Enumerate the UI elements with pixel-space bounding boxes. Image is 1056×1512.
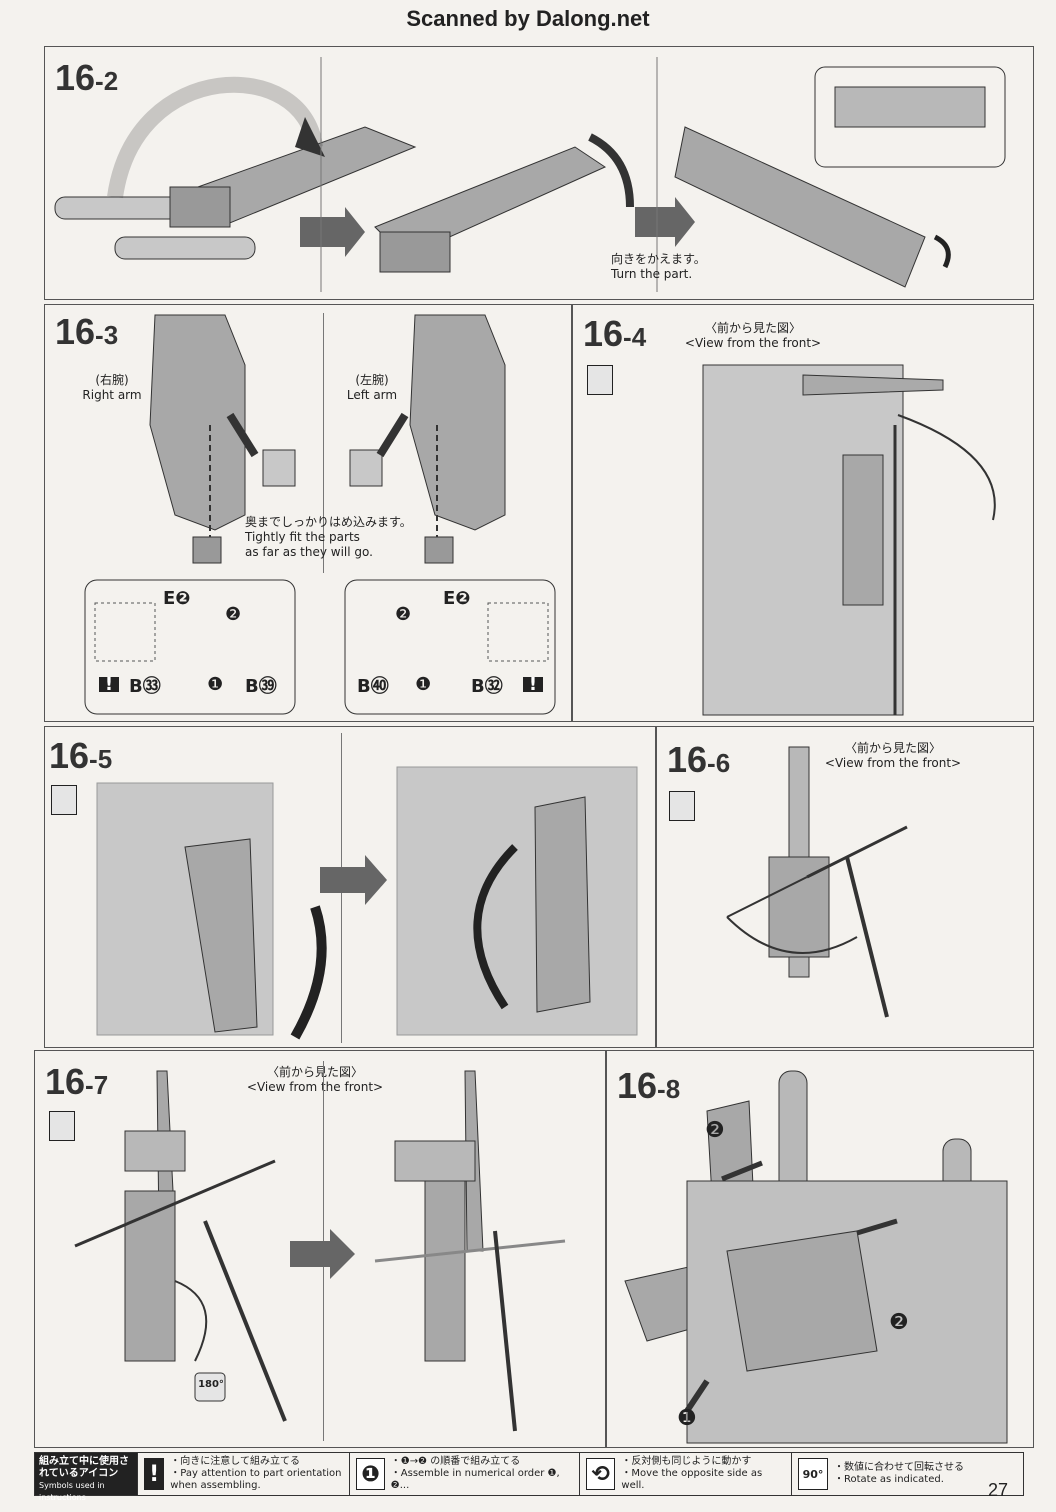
step-16-7-illustration — [74, 1070, 566, 1432]
rifle — [203, 1220, 287, 1422]
part-e2-right: E❷ — [163, 588, 191, 609]
right-arm-label: (右腕) Right arm — [82, 373, 142, 402]
symmetric-move-icon: ⟲ — [586, 1458, 616, 1490]
legend-title: 組み立て中に使用されているアイコン Symbols used in instru… — [35, 1453, 137, 1502]
arm-shield — [842, 454, 884, 606]
rifle — [845, 856, 889, 1018]
order-2-right: ❷ — [225, 604, 242, 625]
step-16-5-illustration — [96, 766, 638, 1040]
rotate-arrow — [290, 905, 327, 1040]
fit-parts-note: 奥までしっかりはめ込みます。 Tightly fit the parts as … — [245, 515, 412, 559]
arrow-head — [295, 117, 325, 157]
step-16-3-panel: 16-3 (右腕) Right arm (左腕) Left arm 奥までしっか… — [44, 304, 572, 722]
right-arm-shield — [149, 314, 246, 531]
hand-part — [262, 449, 296, 487]
rotate-180-label: 180° — [198, 1379, 224, 1390]
curved-arrow — [107, 76, 323, 199]
order-1-right: ❶ — [207, 674, 224, 695]
view-from-front-label: 〈前から見た図〉 <View from the front> — [246, 1065, 384, 1094]
page-number: 27 — [988, 1480, 1009, 1500]
symmetric-move-icon — [587, 365, 613, 395]
step-16-3-illustration — [84, 314, 556, 715]
step-16-5-number: 16-5 — [49, 735, 113, 776]
rotate-arrow — [897, 414, 996, 521]
part-e2-left: E❷ — [443, 588, 471, 609]
order-number-icon: ❶ — [356, 1458, 385, 1490]
rifle — [493, 1230, 517, 1432]
step-16-8-number: 16-8 — [617, 1065, 681, 1106]
part-b39: B㊴ — [245, 676, 277, 697]
shield-part — [184, 838, 258, 1033]
order-1-left: ❶ — [415, 674, 432, 695]
step-16-8-panel: 16-8 ❷ ❷ ❶ — [606, 1050, 1034, 1448]
part-b32: B㉜ — [471, 676, 503, 697]
rotate-180-icon — [194, 1372, 226, 1402]
step-16-6-number: 16-6 — [667, 739, 731, 780]
legend-item-order: ❶ ・❶→❷ の順番で組み立てる・Assemble in numerical o… — [349, 1453, 579, 1495]
symmetric-move-icon — [49, 1111, 75, 1141]
rotate-icon: 90° — [798, 1458, 828, 1490]
symmetric-move-icon — [51, 785, 77, 815]
step-16-4-panel: 16-4 〈前から見た図〉 <View from the front> — [572, 304, 1034, 722]
arm-part — [124, 1190, 176, 1362]
step-arrow — [300, 207, 365, 257]
step-16-2-illustration — [54, 57, 1006, 292]
hand-part — [349, 449, 383, 487]
joint-part — [192, 536, 222, 564]
rotate-arrow — [174, 1280, 208, 1362]
step-16-7-number: 16-7 — [45, 1061, 109, 1102]
body-detail — [396, 766, 638, 1036]
barrel-part — [114, 236, 256, 260]
step-16-2-number: 16-2 — [55, 57, 119, 98]
step-16-6-panel: 16-6 〈前から見た図〉 <View from the front> — [656, 726, 1034, 1048]
step-16-5-panel: 16-5 — [44, 726, 656, 1048]
arm-part — [424, 1180, 466, 1362]
symmetric-move-icon — [669, 791, 695, 821]
part-b33: B㉝ — [129, 676, 161, 697]
legend-item-rotate: 90° ・数値に合わせて回転させる・Rotate as indicated. — [791, 1453, 1023, 1495]
step-arrow — [635, 197, 695, 247]
sub-assembly-box-right — [84, 579, 296, 715]
legend-item-orientation: ! ・向きに注意して組み立てる・Pay attention to part or… — [137, 1453, 349, 1495]
step-arrow — [290, 1229, 355, 1279]
rotate-arrow — [726, 916, 858, 954]
shield-part — [534, 796, 591, 1013]
order-2-left: ❷ — [395, 604, 412, 625]
warn-right: ! — [99, 676, 119, 694]
order-2-marker-a: ❷ — [705, 1118, 725, 1143]
step-16-3-number: 16-3 — [55, 311, 119, 352]
rotate-arrow — [473, 844, 518, 1010]
view-from-front-label: 〈前から見た図〉 <View from the front> — [824, 741, 962, 770]
step-16-4-number: 16-4 — [583, 313, 647, 354]
joint-part — [424, 536, 454, 564]
scan-credit: Scanned by Dalong.net — [406, 6, 650, 31]
step-16-6-illustration — [726, 746, 908, 1018]
order-1-marker: ❶ — [677, 1406, 697, 1431]
step-arrow — [320, 855, 387, 905]
part-b40: B㊵ — [357, 676, 389, 697]
rotate-arrow — [588, 133, 634, 208]
step-16-7-panel: 16-7 〈前から見た図〉 <View from the front> 180° — [34, 1050, 606, 1448]
scan-credit-header: Scanned by Dalong.net — [0, 0, 1056, 40]
symbol-legend: 組み立て中に使用されているアイコン Symbols used in instru… — [34, 1452, 1024, 1502]
warning-icon: ! — [144, 1458, 165, 1490]
turn-part-note: 向きをかえます。 Turn the part. — [611, 252, 706, 281]
left-arm-shield — [409, 314, 506, 531]
order-2-marker-b: ❷ — [889, 1310, 909, 1335]
sub-assembly-box-left — [344, 579, 556, 715]
step-16-8-illustration — [624, 1070, 1008, 1444]
left-arm-label: (左腕) Left arm — [346, 373, 398, 402]
view-from-front-label: 〈前から見た図〉 <View from the front> — [684, 321, 822, 350]
step-16-2-panel: 16-2 向きをかえます。 Turn the part. — [44, 46, 1034, 300]
legend-item-opposite-side: ⟲ ・反対側も同じように動かす・Move the opposite side a… — [579, 1453, 791, 1495]
rifle-body — [674, 126, 926, 288]
warn-left: ! — [523, 676, 543, 694]
step-16-4-illustration — [702, 364, 996, 716]
